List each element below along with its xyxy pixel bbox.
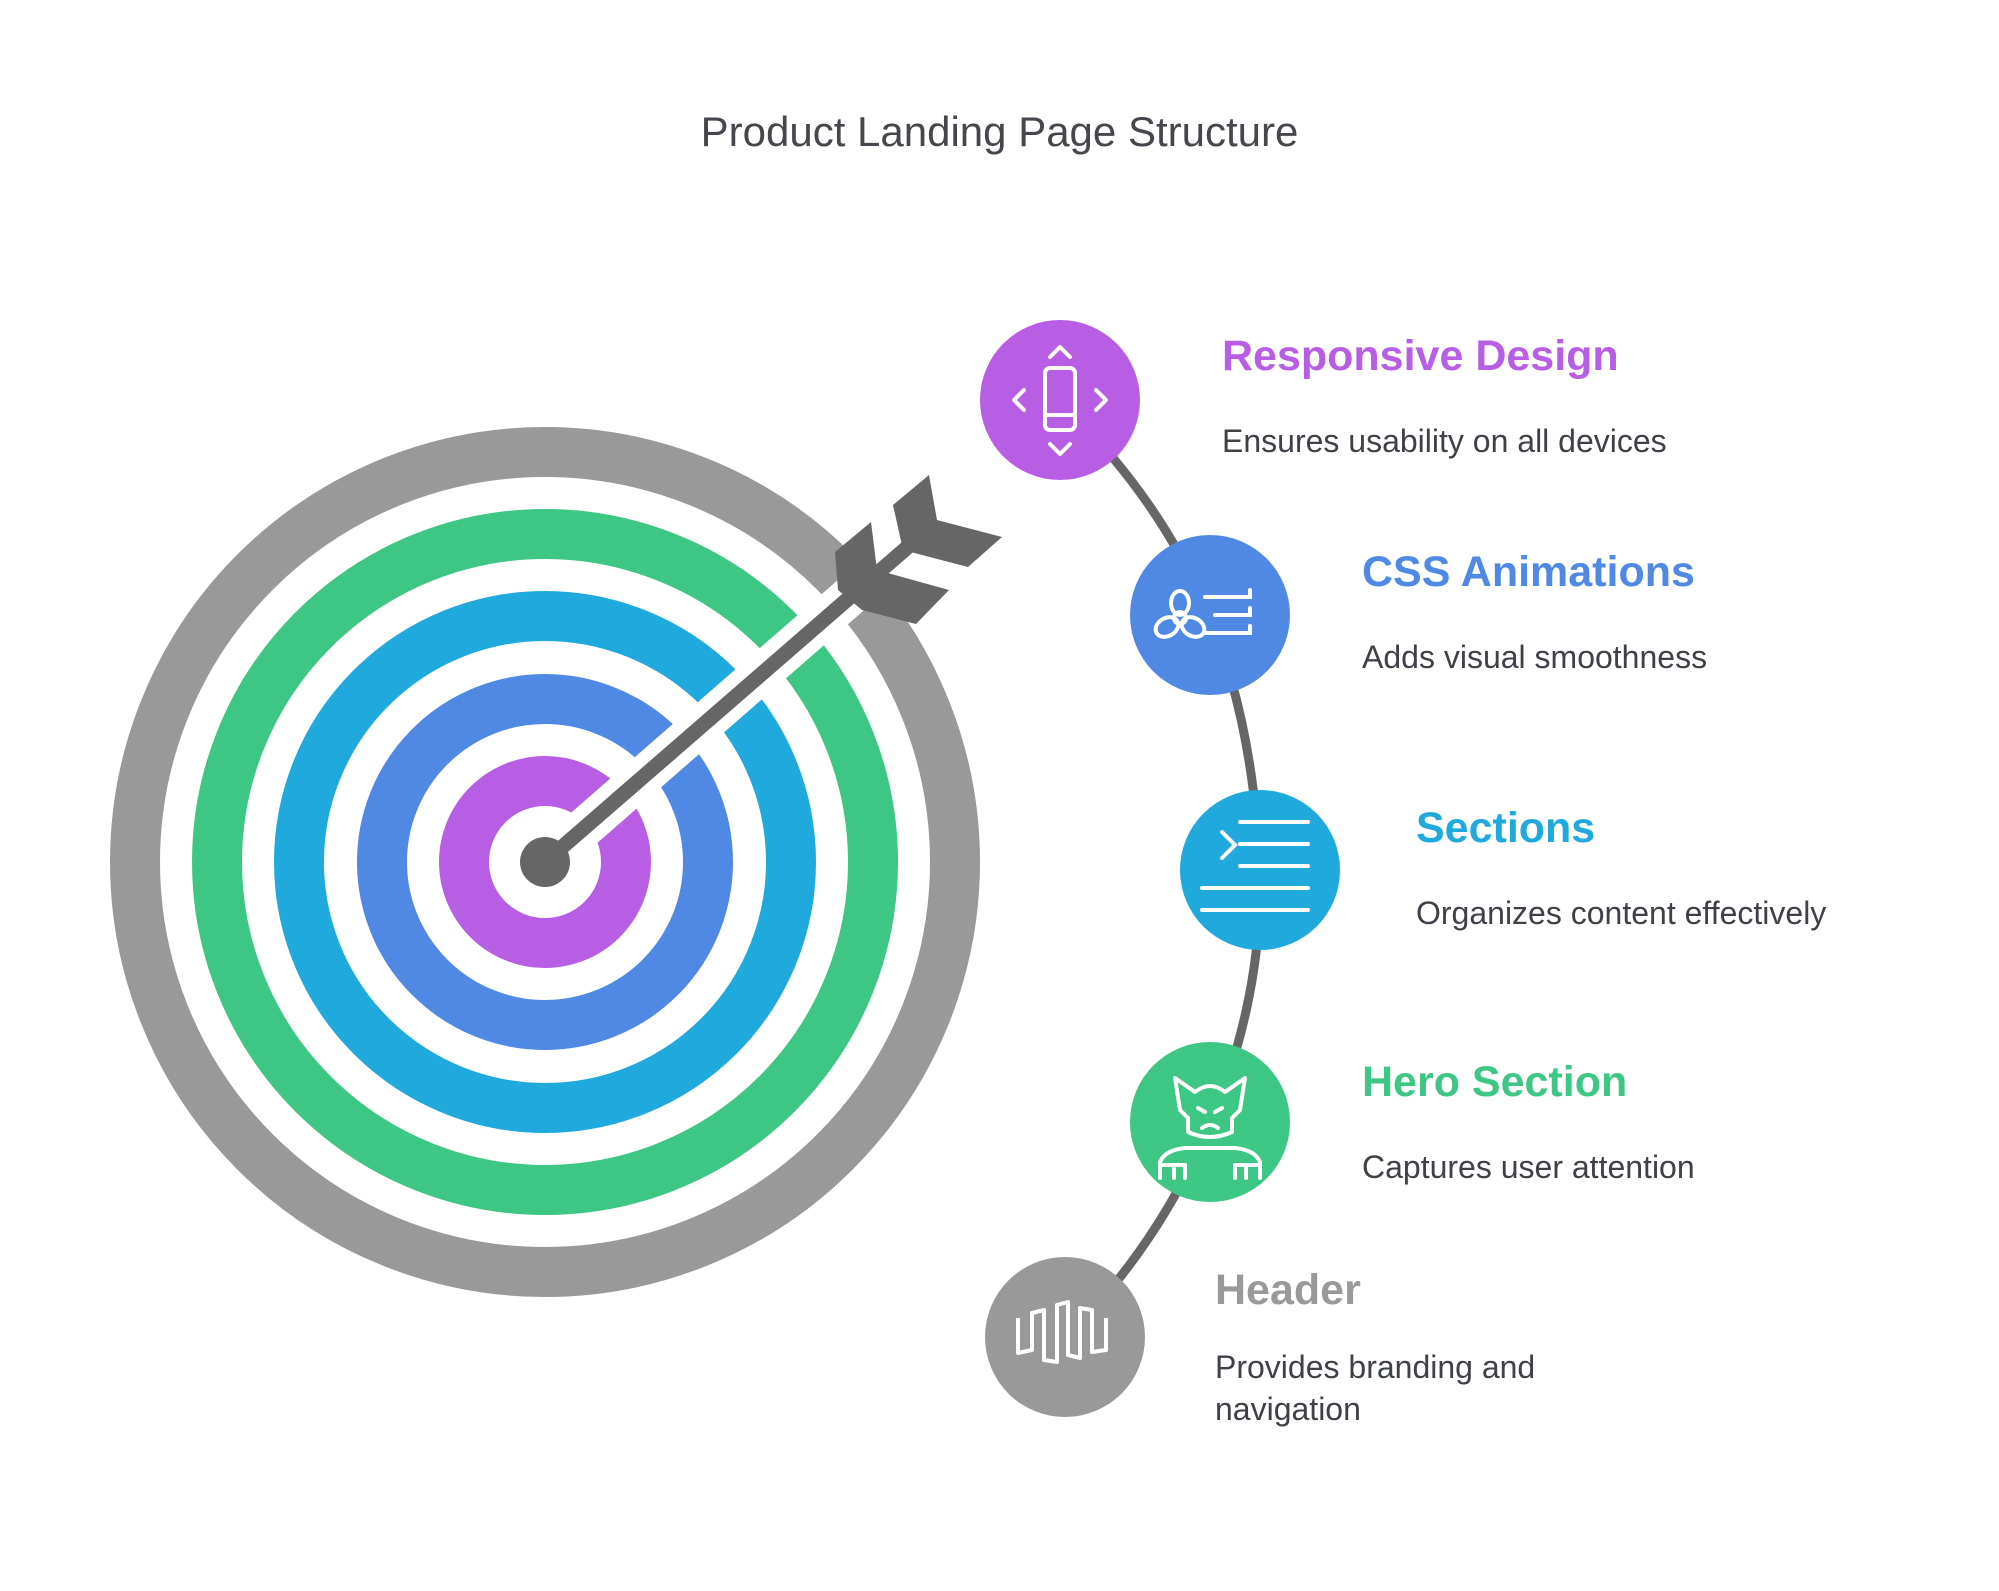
target-ring-cyan xyxy=(274,591,816,1133)
item-desc-css-animations: Adds visual smoothness xyxy=(1362,639,1708,675)
target-ring-green xyxy=(192,509,898,1215)
icon-circle xyxy=(1130,1042,1290,1202)
item-desc-responsive-design: Ensures usability on all devices xyxy=(1222,423,1667,459)
item-desc-header: Provides branding and navigation xyxy=(1215,1349,1536,1427)
icon-circle xyxy=(1180,790,1340,950)
fan-motion-icon xyxy=(1153,588,1252,639)
target-ring-blue xyxy=(357,674,733,1050)
icon-sections xyxy=(1180,790,1340,950)
arrow-fletching-inner xyxy=(835,522,949,624)
diagram-title: Product Landing Page Structure xyxy=(700,108,1299,155)
target-ring-outer xyxy=(110,427,980,1297)
item-desc-hero-section: Captures user attention xyxy=(1362,1149,1695,1185)
icon-css-animations xyxy=(1130,535,1290,695)
icon-hero-section xyxy=(1130,1042,1290,1202)
icon-circle xyxy=(980,320,1140,480)
indented-list-icon xyxy=(1200,820,1310,912)
icon-header xyxy=(985,1257,1145,1417)
item-title-header: Header xyxy=(1215,1266,1361,1314)
arrow-fletching-outer xyxy=(893,475,1002,567)
item-title-sections: Sections xyxy=(1416,804,1596,852)
arrow-tip xyxy=(520,837,570,887)
target-ring-purple xyxy=(439,756,651,968)
icon-circle xyxy=(1130,535,1290,695)
item-title-responsive-design: Responsive Design xyxy=(1222,332,1619,380)
responsive-device-icon xyxy=(1012,345,1108,456)
icon-circle xyxy=(985,1257,1145,1417)
icon-responsive-design xyxy=(980,320,1140,480)
item-title-css-animations: CSS Animations xyxy=(1362,548,1695,596)
arrow xyxy=(520,475,1002,887)
masked-hero-icon xyxy=(1158,1076,1262,1180)
square-wave-icon xyxy=(1016,1300,1108,1364)
item-desc-sections: Organizes content effectively xyxy=(1416,895,1827,931)
item-title-hero-section: Hero Section xyxy=(1362,1058,1628,1106)
